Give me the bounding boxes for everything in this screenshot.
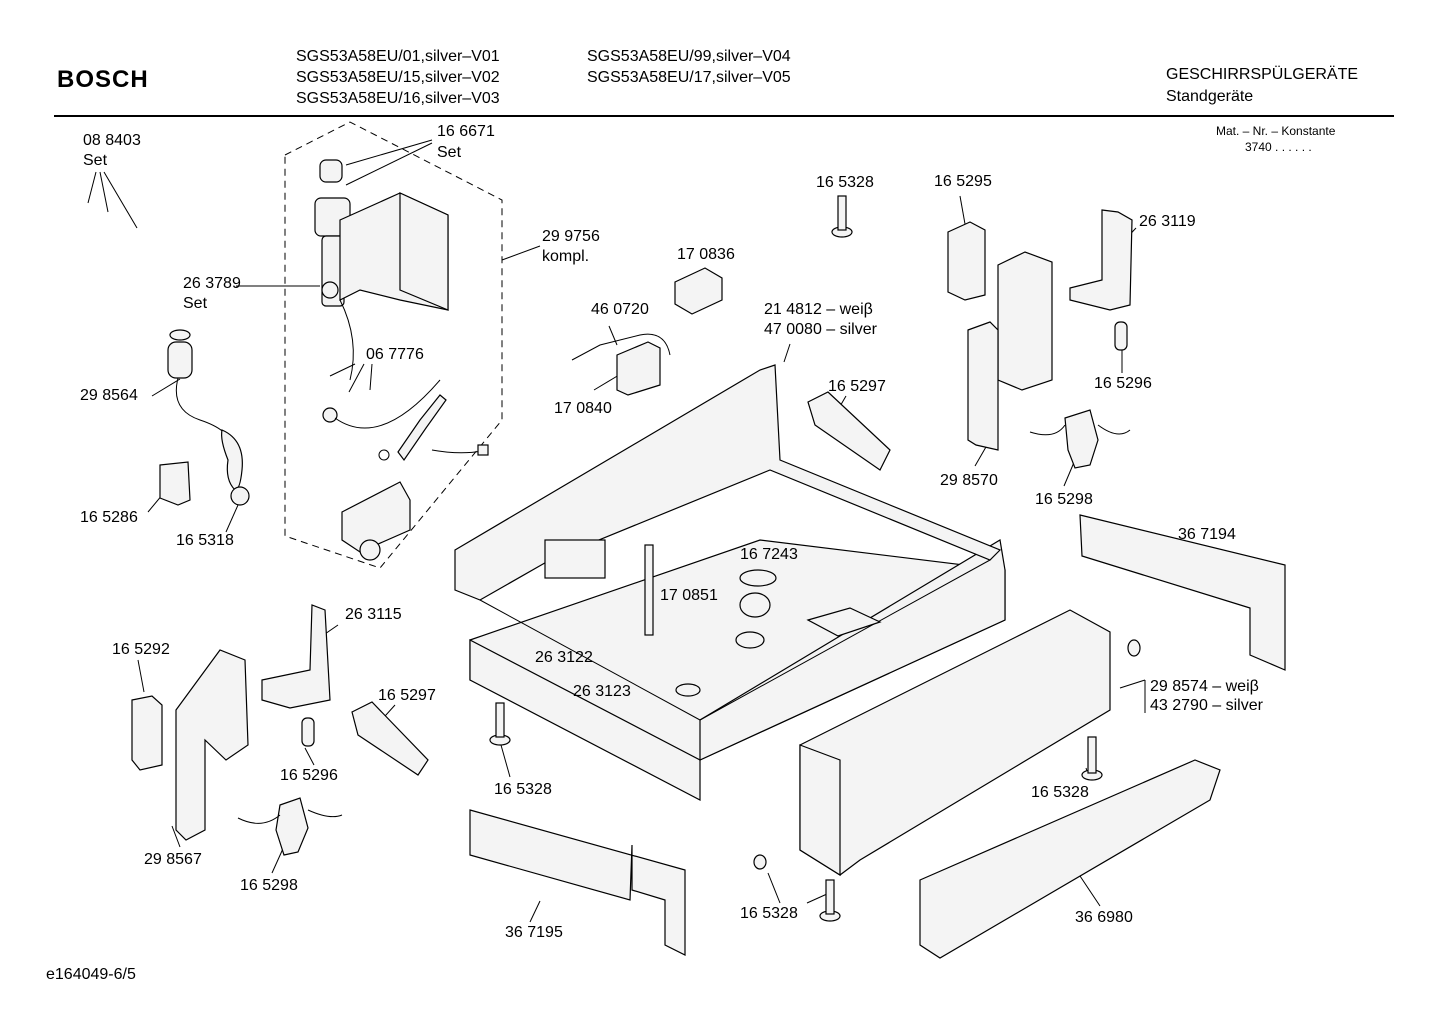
label-088403: 08 8403 bbox=[83, 132, 141, 149]
label-165296-left: 16 5296 bbox=[280, 767, 338, 784]
left-brackets bbox=[131, 604, 429, 856]
model-line-5: SGS53A58EU/17,silver–V05 bbox=[587, 69, 791, 86]
label-432790: 43 2790 – silver bbox=[1150, 697, 1263, 714]
label-170851: 17 0851 bbox=[660, 587, 718, 604]
label-263789: 26 3789 bbox=[183, 275, 241, 292]
label-088403-set: Set bbox=[83, 152, 108, 169]
label-170840: 17 0840 bbox=[554, 400, 612, 417]
label-165298-right: 16 5298 bbox=[1035, 491, 1093, 508]
label-165295: 16 5295 bbox=[934, 173, 992, 190]
label-165297-right: 16 5297 bbox=[828, 378, 886, 395]
label-366980: 36 6980 bbox=[1075, 909, 1133, 926]
right-panels bbox=[799, 514, 1286, 959]
label-165296-right: 16 5296 bbox=[1094, 375, 1152, 392]
valve-assembly bbox=[314, 159, 489, 561]
mat-label: Mat. – Nr. – Konstante bbox=[1216, 124, 1336, 138]
label-263122: 26 3122 bbox=[535, 649, 593, 666]
category-title: GESCHIRRSPÜLGERÄTE bbox=[1166, 66, 1359, 83]
label-165297-left: 16 5297 bbox=[378, 687, 436, 704]
label-298570: 29 8570 bbox=[940, 472, 998, 489]
label-165328-top: 16 5328 bbox=[816, 174, 874, 191]
label-299756-kompl: kompl. bbox=[542, 248, 590, 265]
label-460720: 46 0720 bbox=[591, 301, 649, 318]
label-166671-set: Set bbox=[437, 144, 462, 161]
label-165328-bottom: 16 5328 bbox=[740, 905, 798, 922]
right-brackets bbox=[807, 209, 1133, 471]
label-263789-set: Set bbox=[183, 295, 208, 312]
label-298567: 29 8567 bbox=[144, 851, 202, 868]
label-170836: 17 0836 bbox=[677, 246, 735, 263]
hose-parts bbox=[159, 329, 250, 506]
label-165298-left: 16 5298 bbox=[240, 877, 298, 894]
label-263119: 26 3119 bbox=[1139, 213, 1196, 230]
label-165292: 16 5292 bbox=[112, 641, 170, 658]
label-298564: 29 8564 bbox=[80, 387, 138, 404]
label-067776: 06 7776 bbox=[366, 346, 424, 363]
brand-logo: BOSCH bbox=[57, 66, 149, 93]
label-167243: 16 7243 bbox=[740, 546, 798, 563]
label-165318: 16 5318 bbox=[176, 532, 234, 549]
mat-value: 3740 . . . . . . bbox=[1245, 140, 1312, 154]
assembly-boundary bbox=[284, 121, 503, 569]
document-id: e164049-6/5 bbox=[46, 966, 136, 983]
label-367195: 36 7195 bbox=[505, 924, 563, 941]
connector-parts bbox=[571, 267, 723, 396]
label-470080: 47 0080 – silver bbox=[764, 321, 877, 338]
model-line-1: SGS53A58EU/01,silver–V01 bbox=[296, 48, 500, 65]
label-367194: 36 7194 bbox=[1178, 526, 1236, 543]
base-tub bbox=[454, 364, 1006, 801]
leader-lines bbox=[87, 139, 1219, 923]
label-165286: 16 5286 bbox=[80, 509, 138, 526]
label-165328-mid: 16 5328 bbox=[494, 781, 552, 798]
model-line-4: SGS53A58EU/99,silver–V04 bbox=[587, 48, 791, 65]
model-line-3: SGS53A58EU/16,silver–V03 bbox=[296, 90, 500, 107]
screws bbox=[489, 195, 1103, 922]
label-263123: 26 3123 bbox=[573, 683, 631, 700]
label-166671: 16 6671 bbox=[437, 123, 495, 140]
label-263115: 26 3115 bbox=[345, 606, 402, 623]
label-214812: 21 4812 – weiβ bbox=[764, 301, 873, 318]
model-line-2: SGS53A58EU/15,silver–V02 bbox=[296, 69, 500, 86]
label-299756: 29 9756 bbox=[542, 228, 600, 245]
subcategory-title: Standgeräte bbox=[1166, 88, 1254, 105]
header-rule bbox=[54, 115, 1394, 117]
bottom-panels bbox=[469, 809, 686, 956]
label-298574: 29 8574 – weiβ bbox=[1150, 678, 1259, 695]
label-165328-right: 16 5328 bbox=[1031, 784, 1089, 801]
